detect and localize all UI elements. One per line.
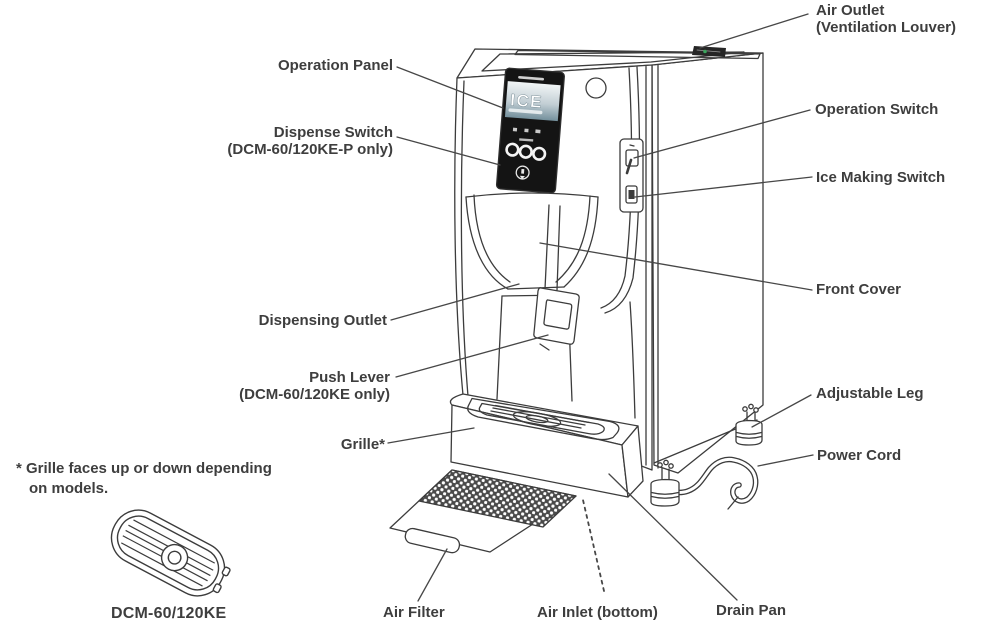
leader-air-filter — [417, 548, 448, 602]
label-grille: Grille* — [340, 436, 385, 453]
leader-drain-pan — [608, 473, 738, 601]
leader-air-outlet — [699, 13, 809, 49]
label-air-filter: Air Filter — [383, 604, 445, 621]
label-operation-switch: Operation Switch — [815, 101, 939, 118]
front-cover-graphic — [600, 66, 641, 419]
label-ice-making-switch: Ice Making Switch — [816, 169, 946, 186]
push-icon — [515, 165, 530, 180]
switch-panel-graphic — [619, 138, 644, 213]
grille-graphic — [467, 397, 620, 441]
adjustable-leg-rear — [735, 403, 763, 446]
label-dispensing-outlet: Dispensing Outlet — [258, 312, 387, 329]
label-air-outlet: Air Outlet (Ventilation Louver) — [816, 2, 957, 37]
panel-ice-text: ICE — [510, 90, 544, 112]
grille-footnote: * Grille faces up or down depending on m… — [16, 459, 272, 500]
air-outlet-louver — [692, 46, 726, 57]
leader-dispense-switch — [396, 136, 501, 166]
adjustable-leg-front — [650, 459, 680, 507]
power-cord-graphic — [659, 456, 759, 510]
front-cover-hole — [585, 77, 607, 99]
label-adjustable-leg: Adjustable Leg — [816, 385, 924, 402]
label-drain-pan: Drain Pan — [716, 602, 787, 619]
leader-power-cord — [757, 454, 814, 467]
label-dispense-switch: Dispense Switch (DCM-60/120KE-P only) — [227, 124, 393, 159]
leader-dispensing-outlet — [390, 283, 520, 321]
label-air-inlet: Air Inlet (bottom) — [537, 604, 658, 621]
dispense-buttons — [505, 142, 547, 161]
operation-switch-graphic — [625, 149, 639, 167]
leader-operation-panel — [396, 66, 504, 109]
leader-operation-switch — [633, 109, 811, 159]
push-lever-graphic — [533, 287, 580, 351]
leader-ice-making-switch — [634, 176, 813, 198]
leader-push-lever — [395, 334, 549, 378]
grille-footnote-line1: * Grille faces up or down depending — [16, 460, 272, 477]
leader-adjustable-leg — [751, 394, 812, 428]
drain-pan-graphic — [449, 393, 644, 498]
label-operation-panel: Operation Panel — [277, 57, 393, 74]
leader-lines — [387, 13, 814, 602]
leader-air-inlet — [582, 499, 605, 592]
operation-panel-graphic: ICE — [495, 67, 565, 194]
grille-footnote-line2: on models. — [29, 480, 109, 498]
model-caption: DCM-60/120KE — [111, 605, 227, 622]
grille-detail-graphic — [110, 509, 231, 597]
leader-front-cover — [539, 242, 813, 291]
air-filter-graphic — [389, 469, 577, 554]
label-push-lever: Push Lever (DCM-60/120KE only) — [239, 369, 390, 404]
dispensing-outlet-graphic — [465, 192, 599, 402]
label-front-cover: Front Cover — [816, 281, 902, 298]
label-power-cord: Power Cord — [817, 447, 902, 464]
leader-grille — [387, 427, 475, 444]
